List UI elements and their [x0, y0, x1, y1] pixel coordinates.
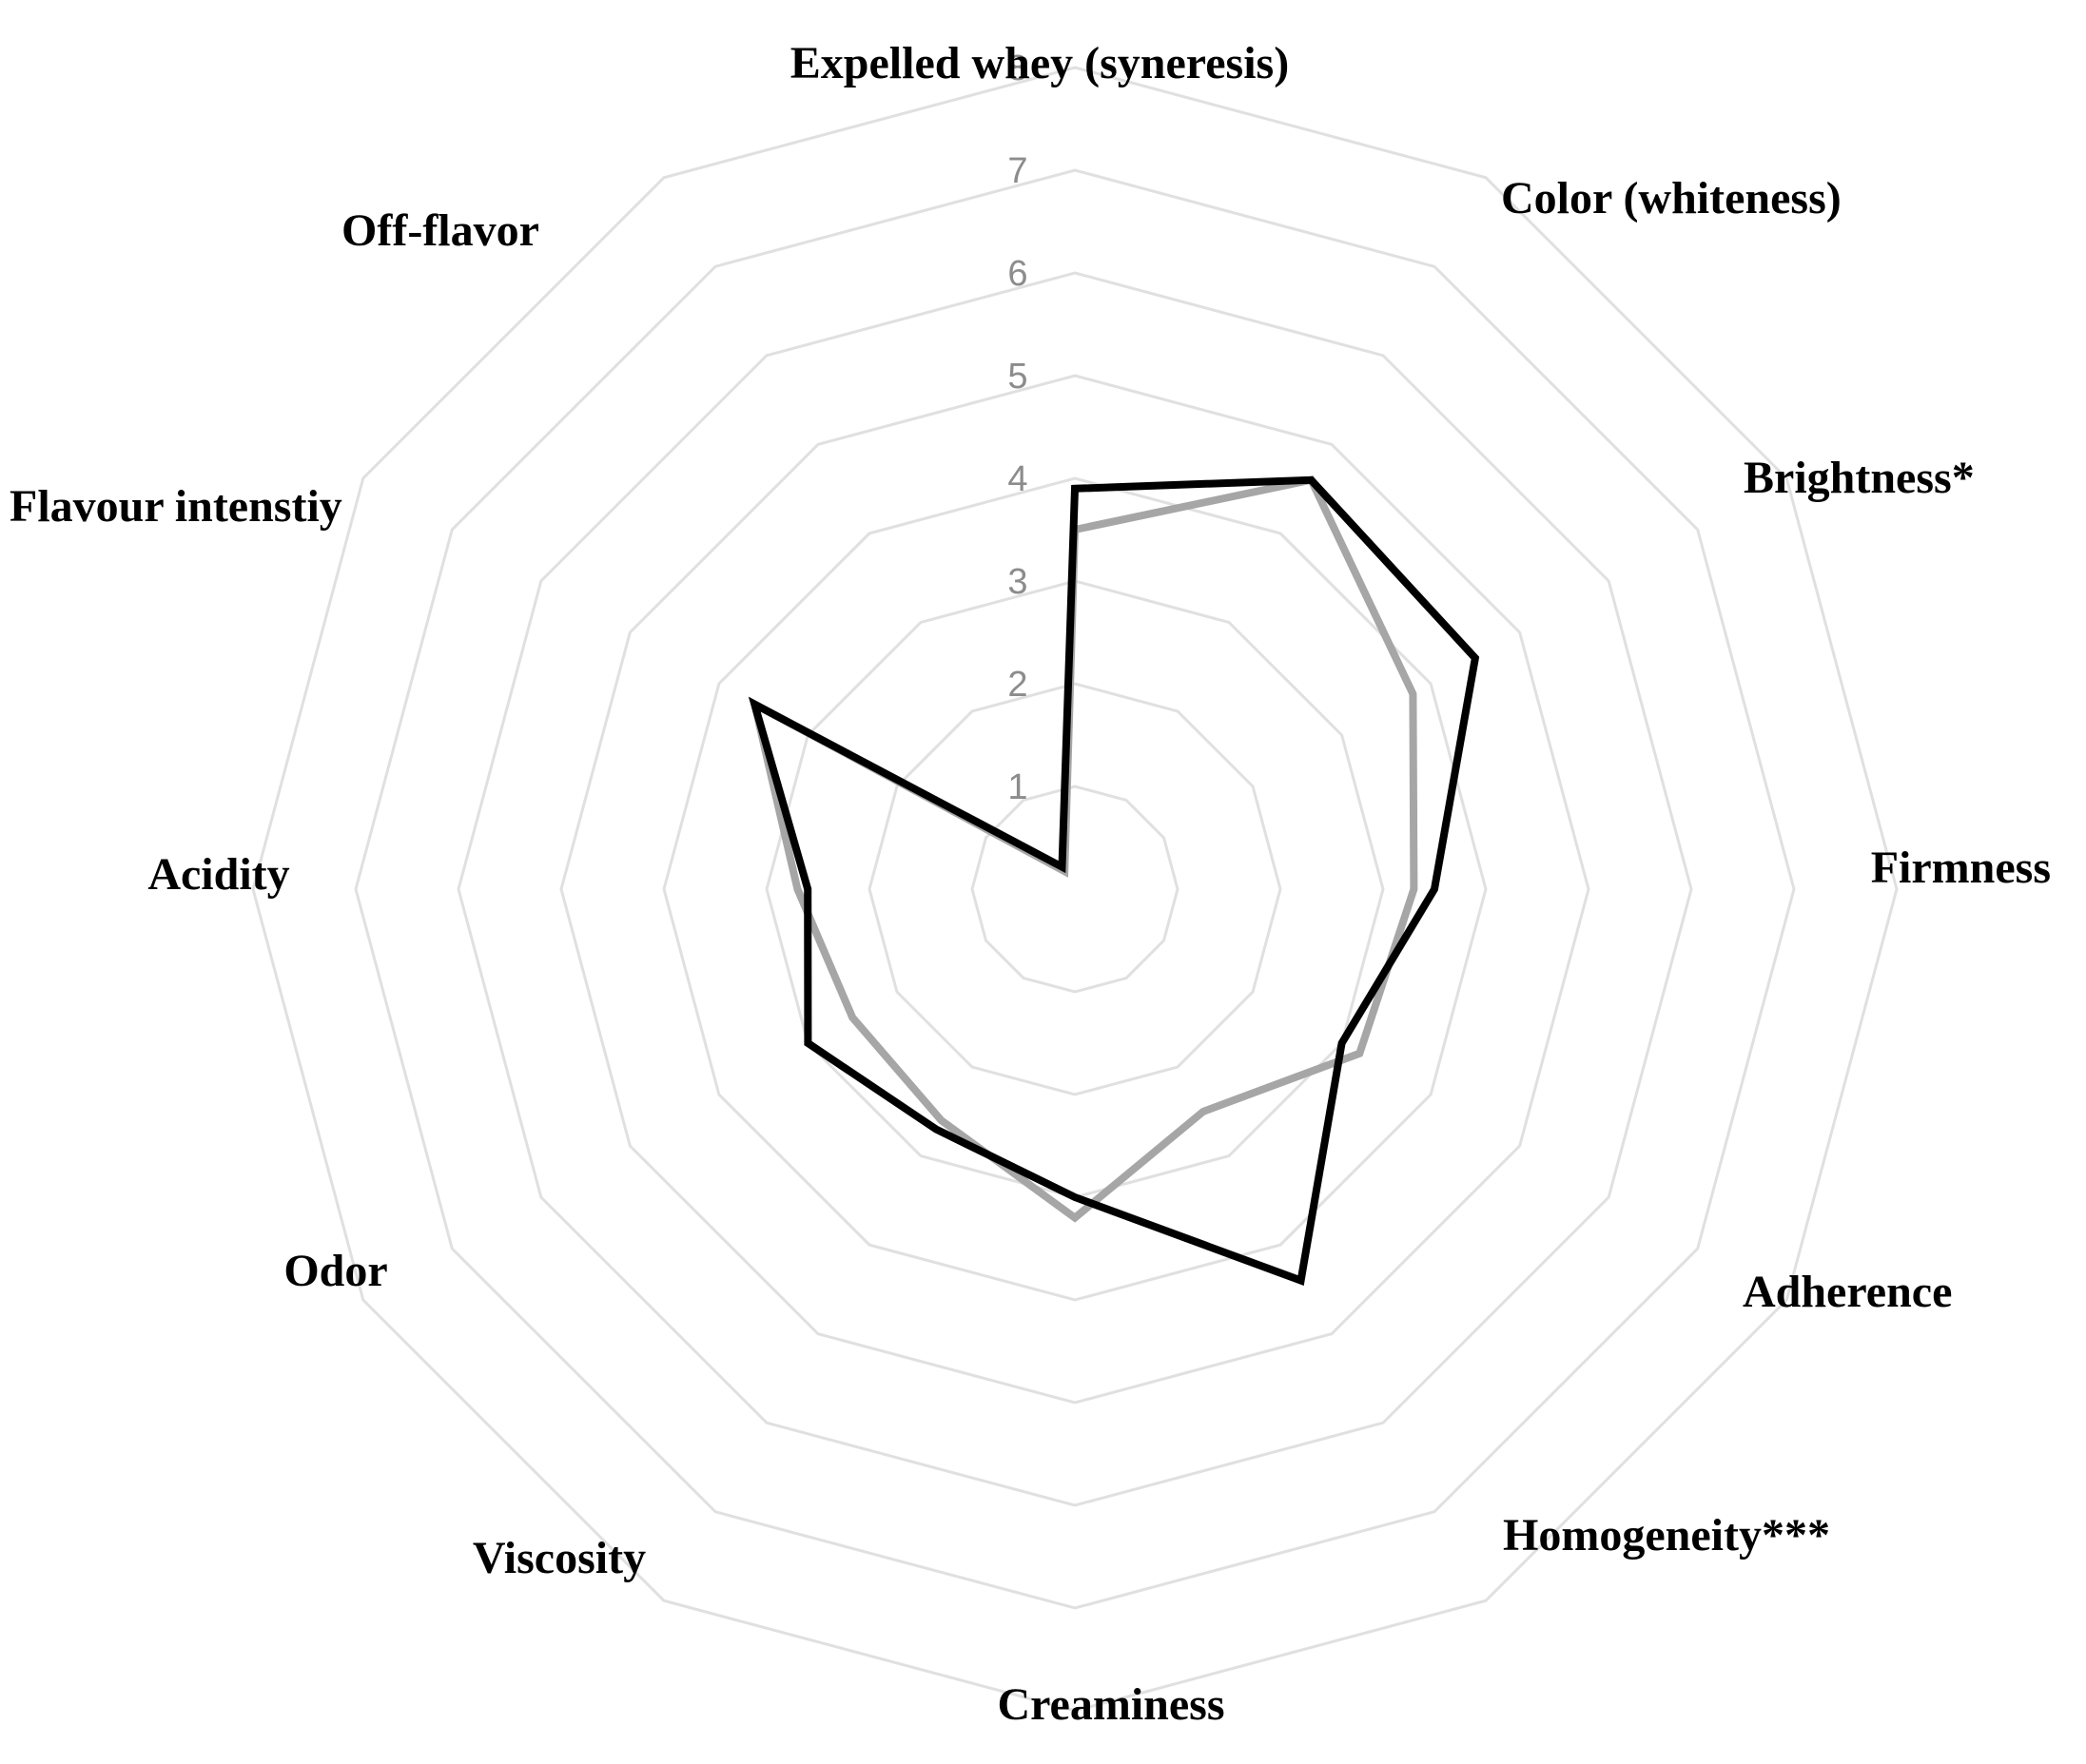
grid-ring-2 [868, 682, 1282, 1096]
grid-ring-5 [559, 374, 1590, 1405]
series-layer [748, 475, 1480, 1286]
tick-label: 6 [1007, 254, 1027, 294]
series-1-line [748, 475, 1480, 1286]
grid-ring-3 [765, 579, 1385, 1199]
grid-layer [251, 66, 1899, 1713]
grid-ring-4 [662, 476, 1488, 1302]
tick-label: 2 [1007, 665, 1027, 705]
axis-label: Off-flavor [341, 205, 539, 256]
axis-label: Color (whiteness) [1501, 173, 1842, 223]
tick-label: 5 [1007, 357, 1027, 397]
tick-label: 8 [1007, 48, 1027, 88]
axis-label: Expelled whey (syneresis) [790, 38, 1289, 88]
axis-label: Viscosity [473, 1533, 646, 1583]
axis-label: Odor [283, 1246, 387, 1296]
tick-label: 7 [1007, 151, 1027, 191]
axis-label: Homogeneity*** [1503, 1510, 1830, 1560]
tick-label: 4 [1007, 459, 1027, 499]
axis-label: Brightness* [1744, 453, 1975, 503]
grid-ring-7 [354, 168, 1796, 1610]
axis-label: Firmness [1871, 843, 2051, 893]
tick-label: 1 [1007, 767, 1027, 807]
axis-label: Flavour intenstiy [10, 481, 342, 532]
axis-label: Acidity [147, 849, 289, 900]
tick-label: 3 [1007, 562, 1027, 602]
tick-label-layer: 1 2 3 4 5 6 7 8 [1007, 48, 1027, 807]
grid-ring-1 [970, 785, 1179, 994]
axis-label-layer: Expelled whey (syneresis) Color (whitenes… [10, 38, 2051, 1730]
series-2-line [749, 475, 1418, 1223]
axis-label: Creaminess [997, 1679, 1224, 1730]
grid-ring-6 [457, 271, 1693, 1507]
grid-ring-8 [251, 66, 1899, 1713]
axis-label: Adherence [1743, 1267, 1952, 1317]
